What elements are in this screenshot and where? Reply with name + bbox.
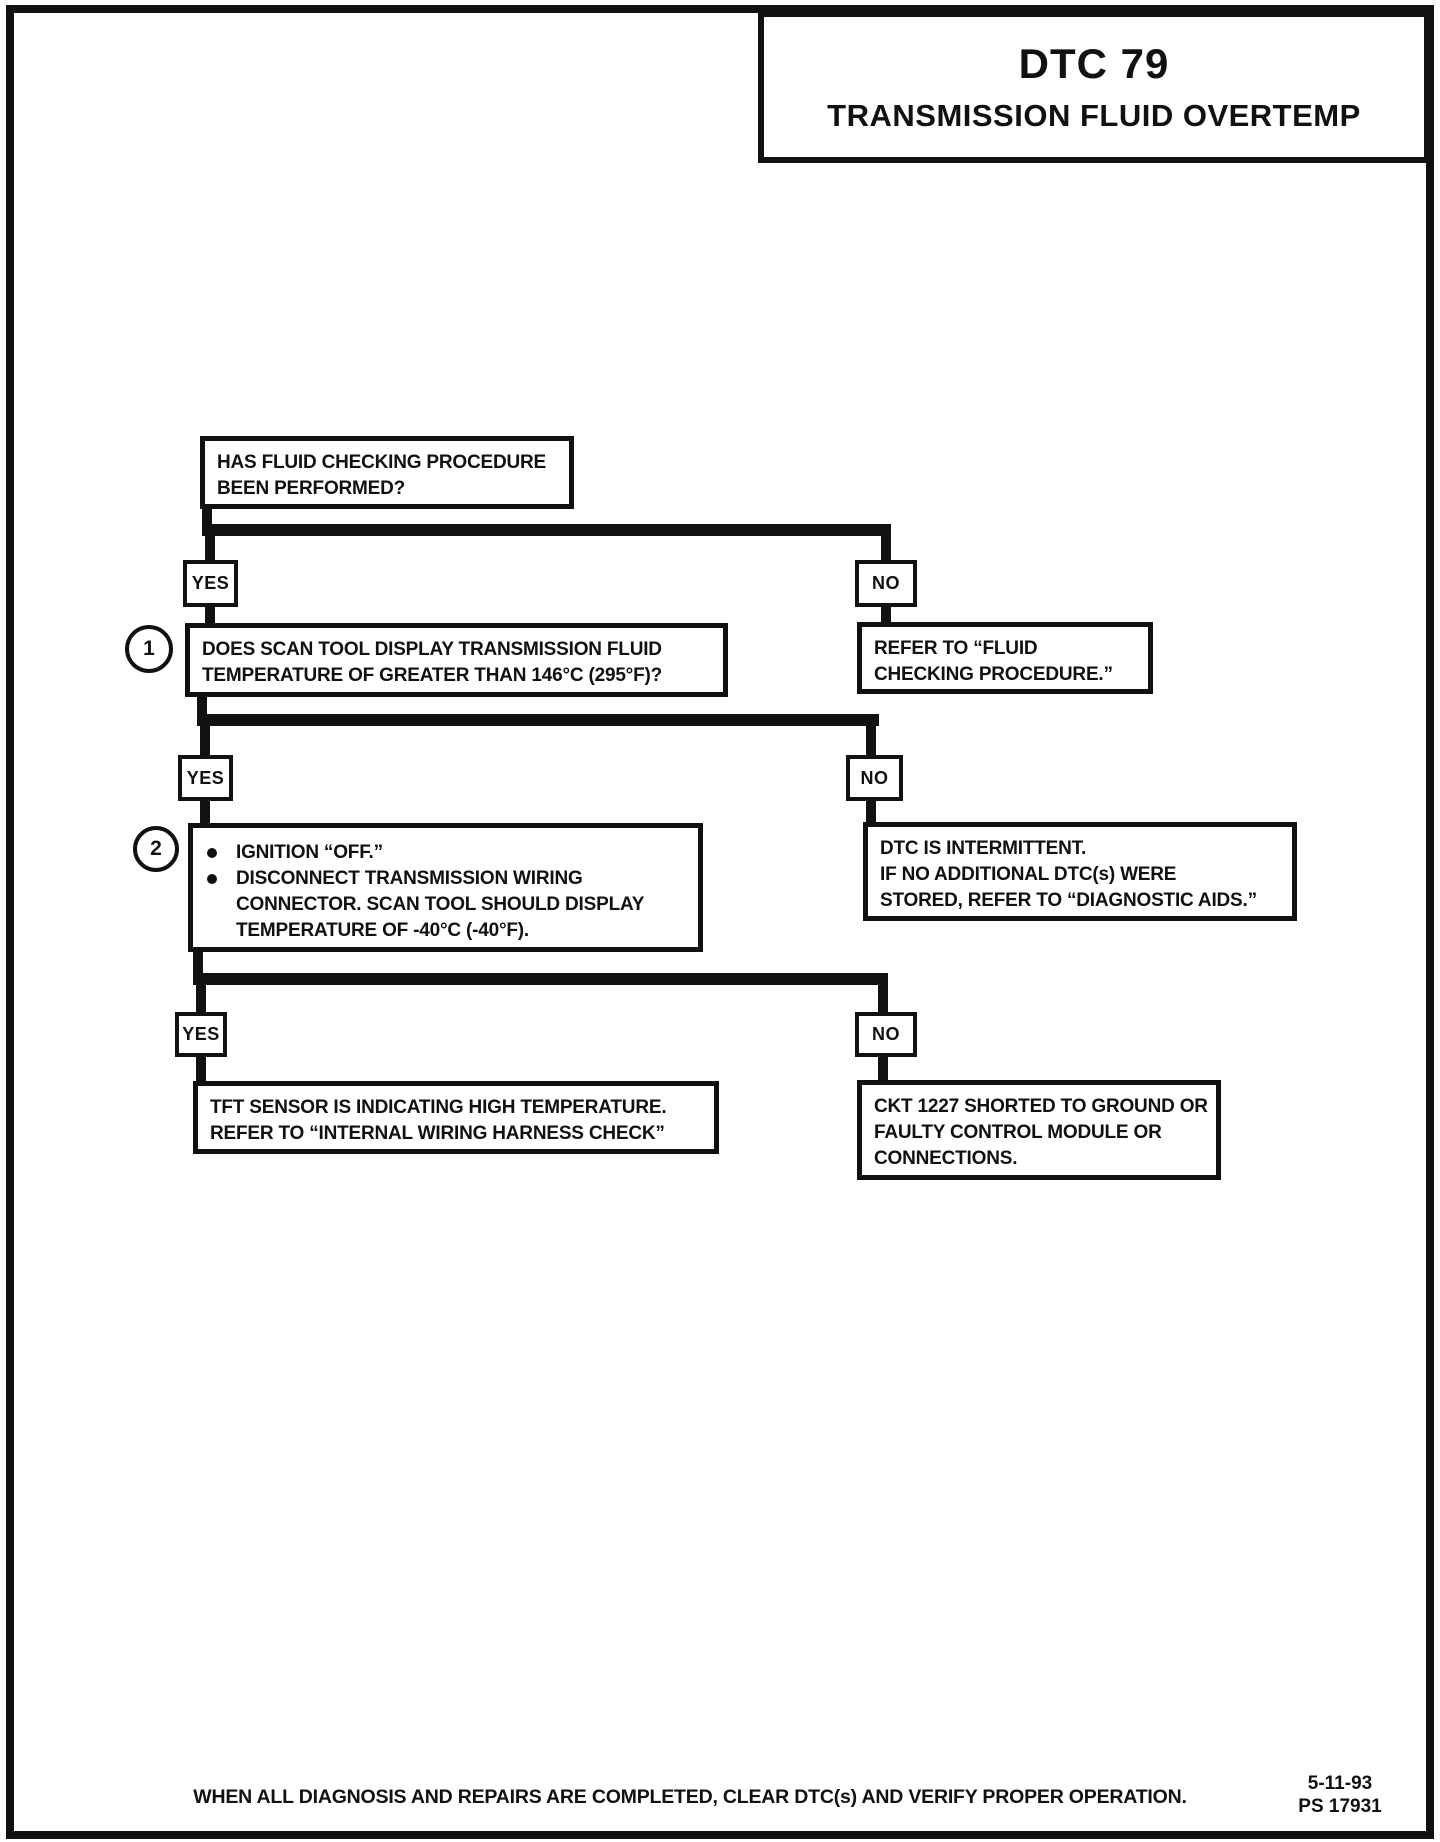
connector-no3-in <box>878 973 888 1014</box>
intermittent-line1: DTC IS INTERMITTENT. <box>880 838 1087 859</box>
title-box: DTC 79 TRANSMISSION FLUID OVERTEMP <box>758 11 1430 163</box>
step1-line2: TEMPERATURE OF GREATER THAN 146°C (295°F… <box>202 665 663 686</box>
step2-bullet2-line3: TEMPERATURE OF -40°C (-40°F). <box>236 920 530 941</box>
connector-no2-in <box>866 714 876 757</box>
bullet-icon <box>207 848 217 858</box>
yes-box-2: YES <box>178 755 233 801</box>
connector-no3-out <box>878 1055 888 1082</box>
step1-line1: DOES SCAN TOOL DISPLAY TRANSMISSION FLUI… <box>202 639 662 660</box>
no-label-3: NO <box>872 1024 900 1044</box>
yes-box-1: YES <box>183 560 238 607</box>
flow-box-step2-actions: IGNITION “OFF.” DISCONNECT TRANSMISSION … <box>188 823 703 952</box>
flow-box-tft-result: TFT SENSOR IS INDICATING HIGH TEMPERATUR… <box>193 1081 719 1154</box>
no-label-1: NO <box>872 573 900 593</box>
root-question-line1: HAS FLUID CHECKING PROCEDURE <box>217 452 547 473</box>
flow-box-refer-fluid: REFER TO “FLUID CHECKING PROCEDURE.” <box>857 622 1153 694</box>
connector-no2-out <box>866 799 876 824</box>
tft-line2: REFER TO “INTERNAL WIRING HARNESS CHECK” <box>210 1123 665 1144</box>
connector-row2 <box>197 714 879 726</box>
yes-box-3: YES <box>175 1012 227 1057</box>
no-box-1: NO <box>855 560 917 607</box>
no-box-3: NO <box>855 1012 917 1057</box>
flow-box-intermittent: DTC IS INTERMITTENT. IF NO ADDITIONAL DT… <box>863 822 1297 921</box>
doc-number: PS 17931 <box>1298 1796 1382 1817</box>
yes-label-2: YES <box>186 767 225 788</box>
flow-box-step1-question: DOES SCAN TOOL DISPLAY TRANSMISSION FLUI… <box>185 623 728 697</box>
step2-bullet1-line1: IGNITION “OFF.” <box>236 842 383 863</box>
dtc-code-title: DTC 79 <box>1018 40 1170 87</box>
dtc-name-title: TRANSMISSION FLUID OVERTEMP <box>827 98 1361 133</box>
intermittent-line3: STORED, REFER TO “DIAGNOSTIC AIDS.” <box>880 890 1257 911</box>
step-number-circle-2: 2 <box>133 826 179 872</box>
bullet-icon <box>207 874 217 884</box>
connector-step1-down <box>197 694 207 726</box>
connector-step2-down <box>193 949 203 977</box>
step-number-circle-1: 1 <box>125 625 173 673</box>
connector-yes2-out <box>200 799 210 825</box>
intermittent-line2: IF NO ADDITIONAL DTC(s) WERE <box>880 864 1177 885</box>
connector-no1-out <box>881 605 891 624</box>
tft-line1: TFT SENSOR IS INDICATING HIGH TEMPERATUR… <box>210 1097 667 1118</box>
step-number-1: 1 <box>143 637 155 660</box>
connector-root-down <box>202 506 212 536</box>
ckt-line3: CONNECTIONS. <box>874 1148 1018 1169</box>
connector-yes1-in <box>205 524 215 562</box>
ckt-line2: FAULTY CONTROL MODULE OR <box>874 1122 1162 1143</box>
refer-fluid-line2: CHECKING PROCEDURE.” <box>874 664 1113 685</box>
step2-bullet2-line2: CONNECTOR. SCAN TOOL SHOULD DISPLAY <box>236 894 645 915</box>
connector-yes3-in <box>196 973 206 1014</box>
yes-label-3: YES <box>182 1024 220 1044</box>
step2-bullet2-line1: DISCONNECT TRANSMISSION WIRING <box>236 868 583 889</box>
document-reference: 5-11-93 PS 17931 <box>1285 1772 1395 1818</box>
no-box-2: NO <box>846 755 903 801</box>
step2-bullet-1: IGNITION “OFF.” <box>205 840 688 866</box>
connector-no1-in <box>881 524 891 562</box>
connector-yes3-out <box>196 1055 206 1084</box>
ckt-line1: CKT 1227 SHORTED TO GROUND OR <box>874 1096 1208 1117</box>
connector-yes2-in <box>200 714 210 757</box>
connector-row1 <box>202 524 891 536</box>
flow-box-root-question: HAS FLUID CHECKING PROCEDURE BEEN PERFOR… <box>200 436 574 509</box>
connector-row3 <box>193 973 886 985</box>
yes-label-1: YES <box>191 573 230 593</box>
step-number-2: 2 <box>150 837 162 860</box>
root-question-line2: BEEN PERFORMED? <box>217 478 406 499</box>
no-label-2: NO <box>860 767 889 788</box>
step2-bullet-2: DISCONNECT TRANSMISSION WIRING CONNECTOR… <box>205 866 688 944</box>
refer-fluid-line1: REFER TO “FLUID <box>874 638 1038 659</box>
revision-date: 5-11-93 <box>1307 1773 1373 1794</box>
connector-yes1-out <box>205 605 215 627</box>
footer-instruction: WHEN ALL DIAGNOSIS AND REPAIRS ARE COMPL… <box>193 1786 1187 1808</box>
flow-box-ckt-result: CKT 1227 SHORTED TO GROUND OR FAULTY CON… <box>857 1080 1221 1180</box>
